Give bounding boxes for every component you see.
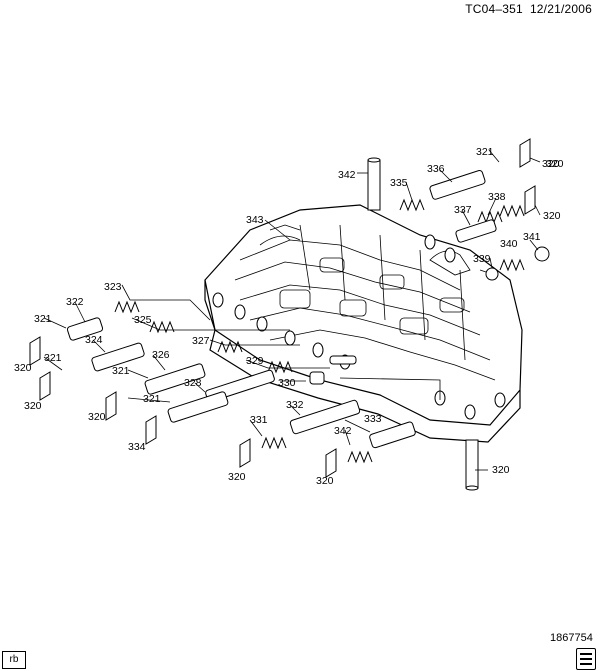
retainer-clips — [29, 138, 536, 478]
callout-341: 341 — [523, 231, 541, 243]
corner-code-box: rb — [2, 651, 26, 669]
callout-342: 342 — [338, 169, 356, 181]
drawing-id: TC04–351 — [465, 2, 523, 16]
callout-320: 320 — [543, 210, 561, 222]
callout-328: 328 — [184, 377, 202, 389]
callout-340: 340 — [500, 238, 518, 250]
callout-332: 332 — [286, 399, 304, 411]
callout-323: 323 — [104, 281, 122, 293]
callout-321: 321 — [34, 313, 52, 325]
callout-labels: 342 335 336 321 320 338 320 343 337 341 339 340 323 3… — [14, 146, 564, 487]
callout-320: 320 — [546, 158, 564, 170]
callout-343: 343 — [246, 214, 264, 226]
callout-329: 329 — [246, 355, 264, 367]
drawing-date: 12/21/2006 — [529, 2, 592, 16]
leader-lines — [43, 149, 541, 471]
callout-320: 320 — [14, 362, 32, 374]
callout-327: 327 — [192, 335, 210, 347]
callout-335: 335 — [390, 177, 408, 189]
roll-pin-top — [367, 157, 381, 211]
callout-333: 333 — [364, 413, 382, 425]
springs — [114, 198, 525, 464]
callout-321: 321 — [112, 365, 130, 377]
callout-334: 334 — [128, 441, 146, 453]
callout-321: 321 — [476, 146, 494, 158]
valve-spools — [66, 169, 497, 449]
roll-pin-bottom — [465, 439, 479, 491]
callout-338: 338 — [488, 191, 506, 203]
check-balls — [485, 246, 550, 281]
drawing-header: TC04–351 12/21/2006 — [465, 2, 592, 16]
callout-321: 321 — [143, 393, 161, 405]
callout-324: 324 — [85, 334, 103, 346]
callout-322: 322 — [66, 296, 84, 308]
publisher-logo-icon — [576, 648, 596, 670]
part-number: 1867754 — [550, 632, 593, 644]
callout-337: 337 — [454, 204, 472, 216]
callout-320: 320 — [316, 475, 334, 487]
callout-320: 320 — [492, 464, 510, 476]
callout-320: 320 — [228, 471, 246, 483]
callout-321: 321 — [44, 352, 62, 364]
callout-325: 325 — [134, 314, 152, 326]
valve-body-plate — [204, 204, 523, 443]
callout-331: 331 — [250, 414, 268, 426]
callout-342: 342 — [334, 425, 352, 437]
callout-326: 326 — [152, 349, 170, 361]
callout-339: 339 — [473, 253, 491, 265]
callout-320: 320 — [24, 400, 42, 412]
callout-320: 320 — [542, 158, 560, 170]
callout-320: 320 — [88, 411, 106, 423]
callout-336: 336 — [427, 163, 445, 175]
callout-330: 330 — [278, 377, 296, 389]
